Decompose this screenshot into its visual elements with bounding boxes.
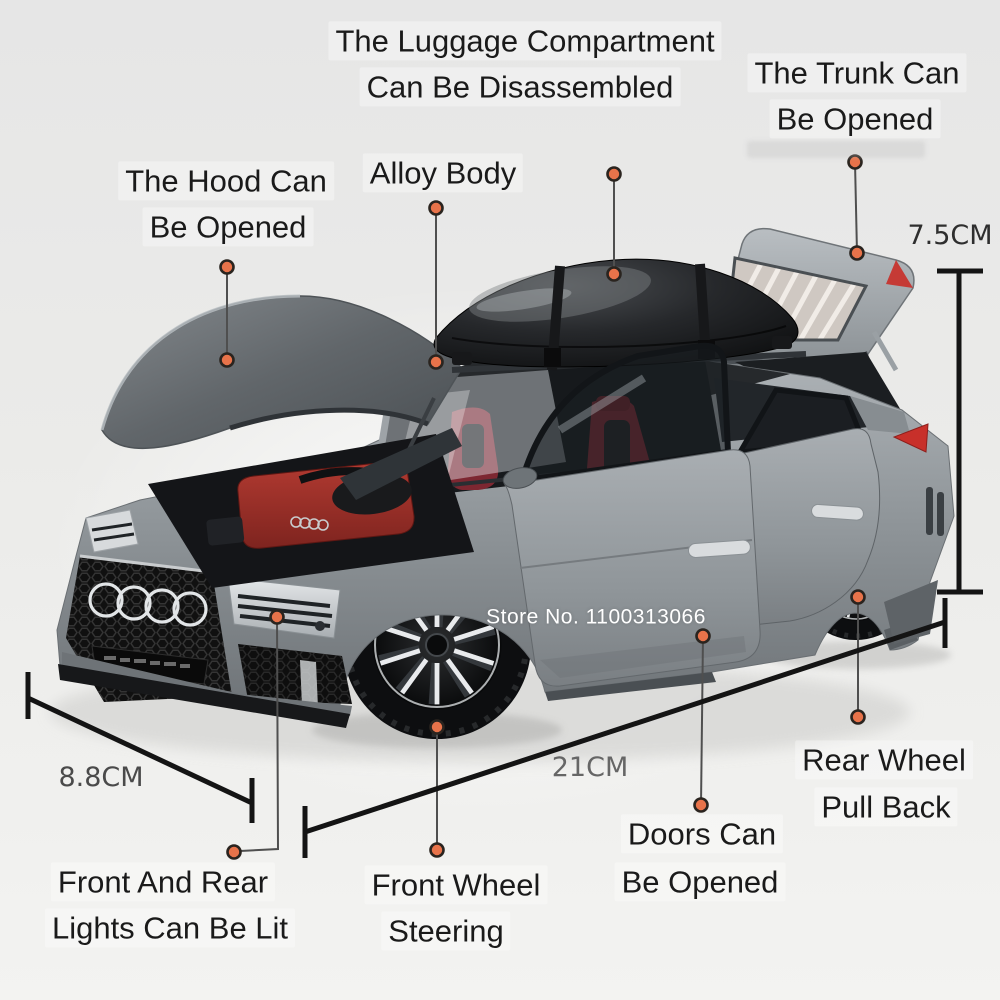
tailgate-taillight <box>886 260 913 288</box>
side-intake <box>238 644 352 708</box>
doors-anchor-dot <box>695 628 711 644</box>
callout-anchor-dots <box>219 154 866 860</box>
hood-label-dot <box>219 259 235 275</box>
trunk-label-dot <box>847 154 863 170</box>
luggage-anchor-dot <box>606 266 622 282</box>
side-mirror <box>502 467 538 489</box>
headlight <box>227 577 341 639</box>
trunk-leader-line <box>854 161 858 254</box>
lights-label-dot <box>226 844 242 860</box>
audi-rings-icon <box>88 582 208 627</box>
luggage-label-line1: The Luggage Compartment <box>328 21 722 61</box>
width-dimension-label: 8.8CM <box>58 761 144 793</box>
luggage-label-dot <box>606 166 622 182</box>
taillight <box>892 423 929 453</box>
alloy-body-label-dot <box>428 200 444 216</box>
tailgate-strut <box>871 330 899 372</box>
front-fascia <box>58 509 352 728</box>
rear-wheel-label-line2: Pull Back <box>814 787 958 827</box>
doors-leader-line <box>700 635 704 806</box>
trunk-label-line2: Be Opened <box>769 99 941 139</box>
front-wheel-label-dot <box>429 842 445 858</box>
rear-wheel-label-dot <box>850 709 866 725</box>
front-door-window <box>520 342 732 482</box>
lights-leader-line <box>239 616 280 852</box>
doors-label-dot <box>693 797 709 813</box>
luggage-label-line2: Can Be Disassembled <box>359 67 681 107</box>
length-dimension-label: 21CM <box>551 751 629 783</box>
engine-rings-icon <box>290 516 329 531</box>
front-door-handle <box>687 539 751 558</box>
trunk-anchor-dot <box>849 245 865 261</box>
front-wheel-label-line2: Steering <box>381 911 511 951</box>
roof-cargo-box <box>433 258 807 373</box>
hood-label-line1: The Hood Can <box>118 161 334 201</box>
hood-label-line2: Be Opened <box>142 207 314 247</box>
trunk-label-line1: The Trunk Can <box>747 53 967 93</box>
front-bumper-blade <box>62 652 352 716</box>
callout-leader-lines <box>226 161 859 852</box>
length-dimension-line <box>302 598 948 858</box>
height-dimension-line <box>937 268 983 595</box>
front-wheel-label-line1: Front Wheel <box>364 865 548 905</box>
headlight-far <box>85 509 139 553</box>
lights-label-line2: Lights Can Be Lit <box>44 908 296 948</box>
hood-anchor-dot <box>219 352 235 368</box>
alloy-body-label: Alloy Body <box>362 153 524 193</box>
lights-anchor-dot <box>269 609 285 625</box>
alloy-body-anchor-dot <box>428 354 444 370</box>
rear-door-handle <box>811 503 864 521</box>
rear-wheel-anchor-dot <box>850 589 866 605</box>
width-dimension-line <box>25 672 255 823</box>
lights-label-line1: Front And Rear <box>50 862 276 902</box>
front-door-open <box>502 342 761 687</box>
front-wheel-anchor-dot <box>429 719 445 735</box>
doors-label-line2: Be Opened <box>614 862 786 902</box>
rear-door-open <box>734 387 881 626</box>
store-number-watermark: Store No. 1100313066 <box>486 605 706 629</box>
rear-wheel-label-line1: Rear Wheel <box>795 740 973 780</box>
doors-label-line1: Doors Can <box>620 814 784 854</box>
height-dimension-label: 7.5CM <box>907 219 993 251</box>
hood-open <box>100 294 463 500</box>
faint-watermark-smudge <box>747 141 925 158</box>
dimension-lines <box>25 268 983 858</box>
